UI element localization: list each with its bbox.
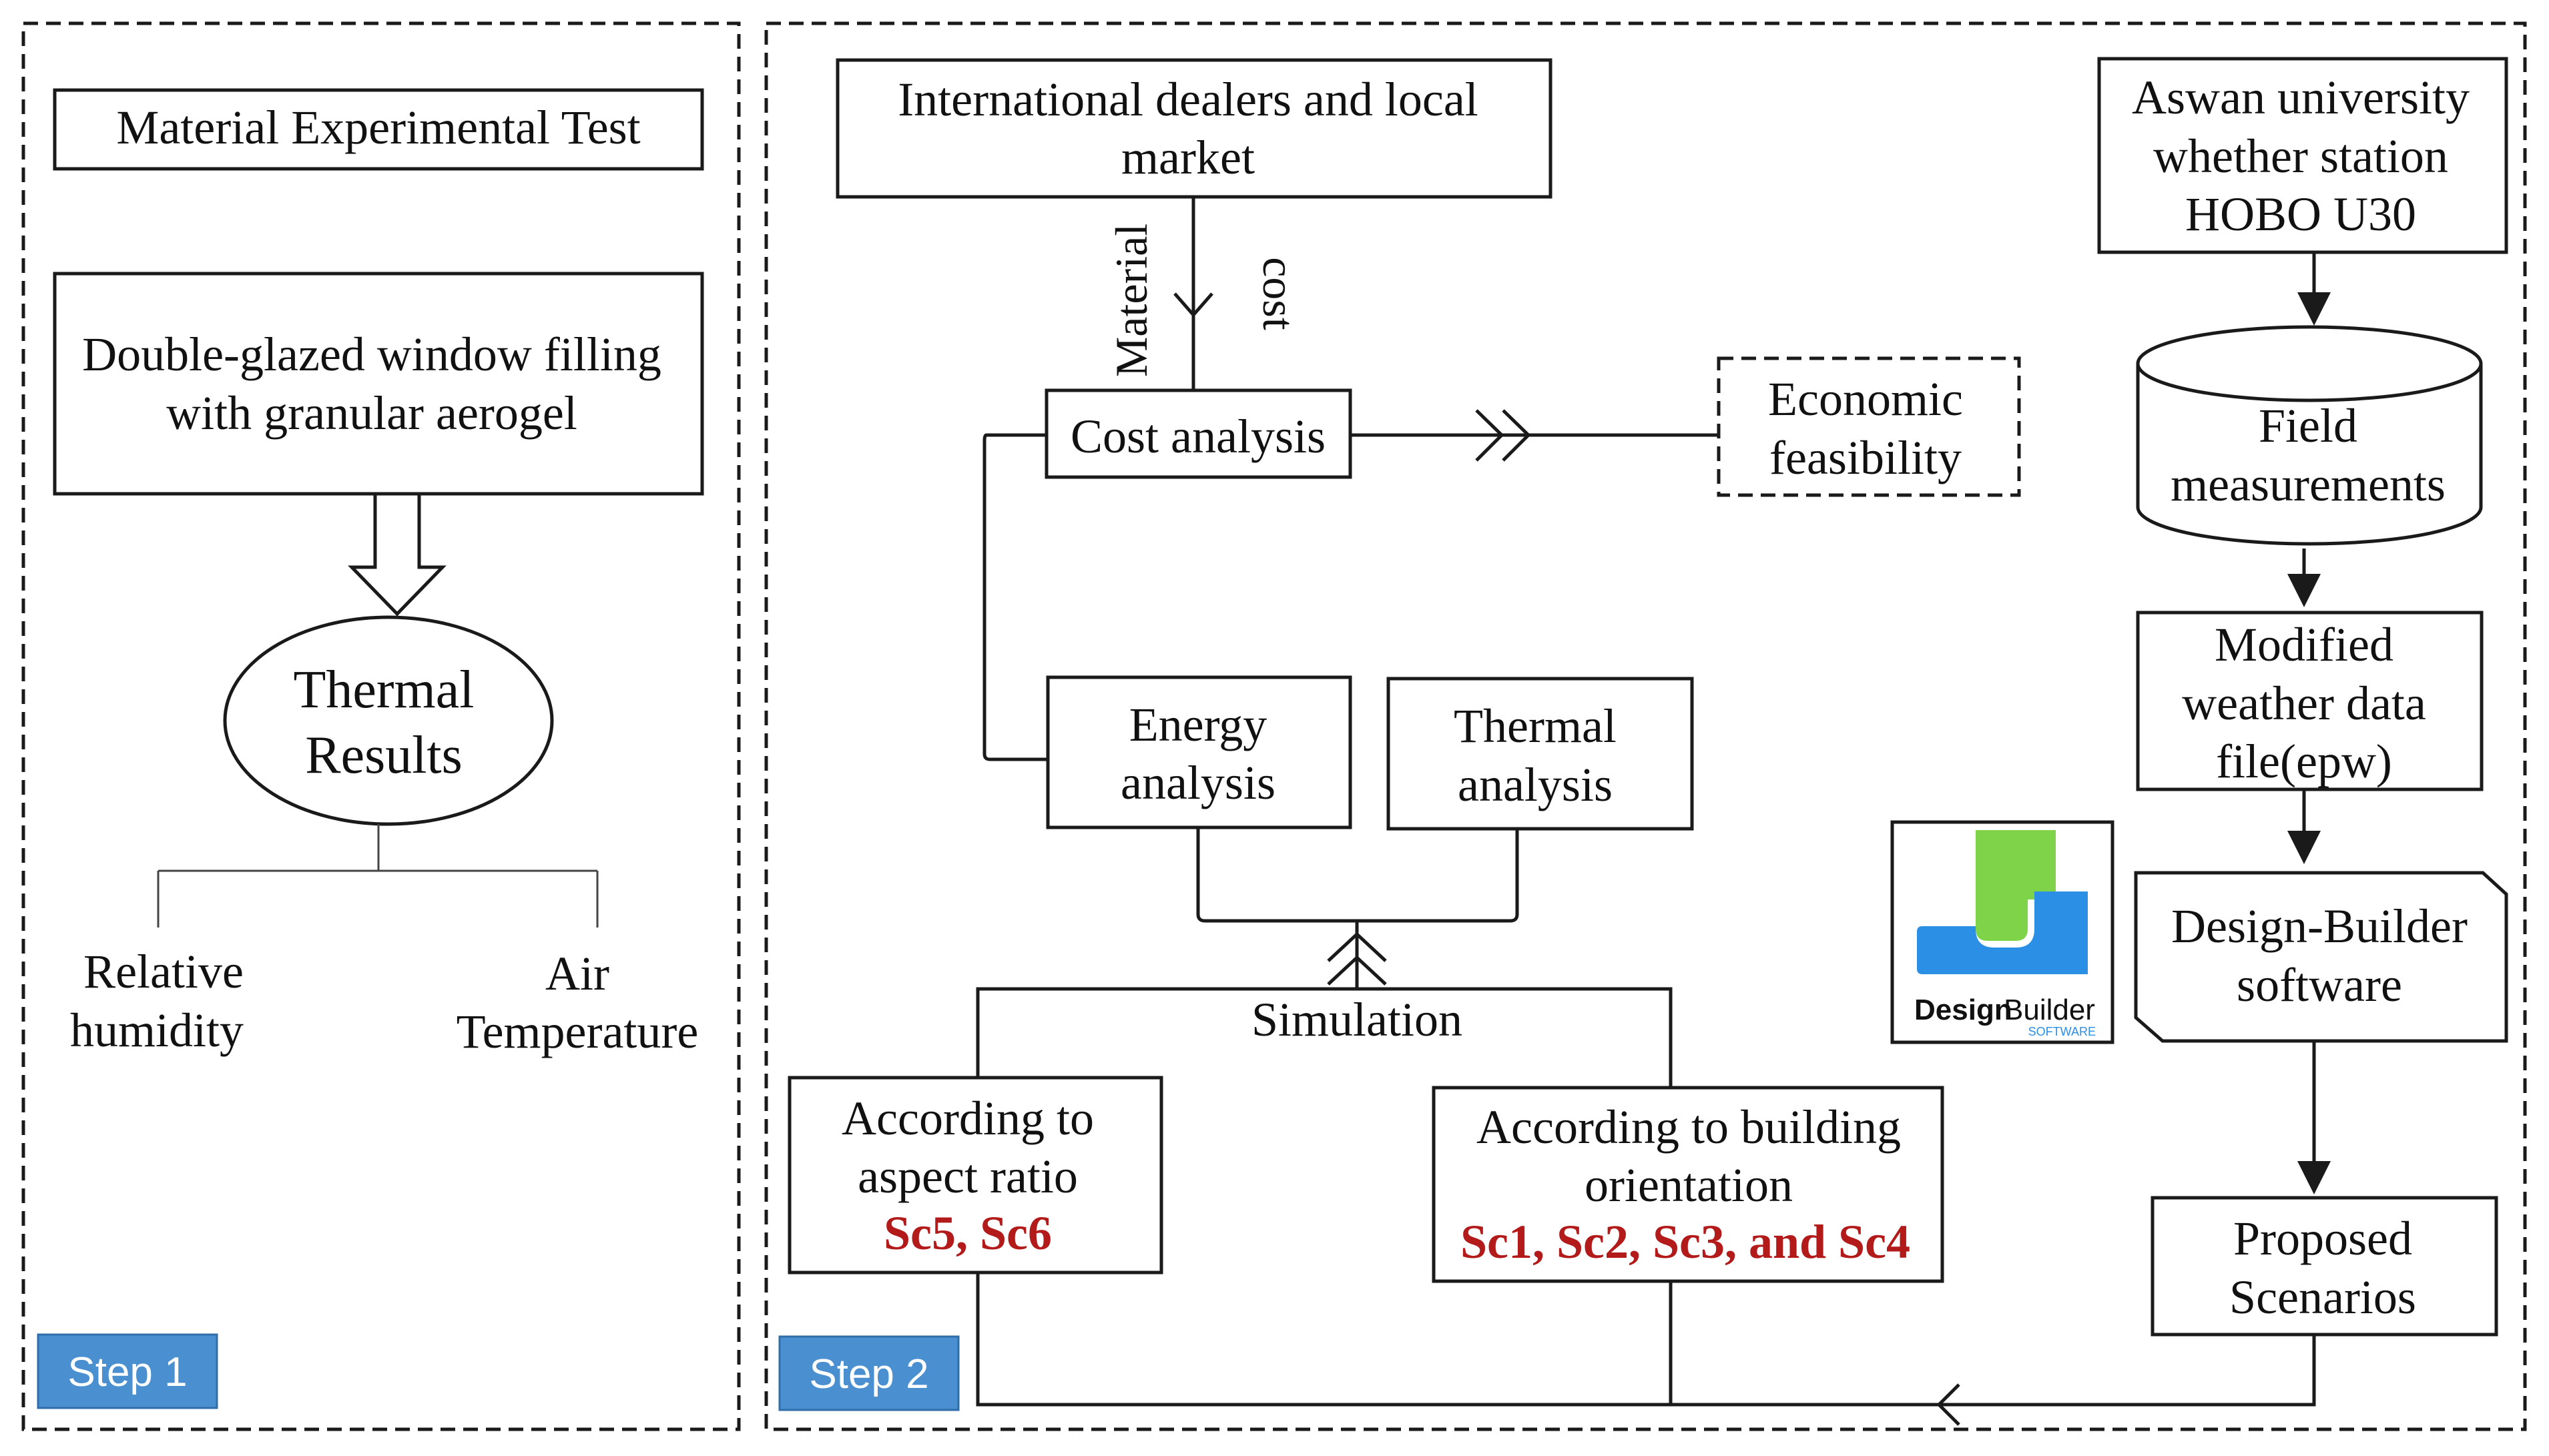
- proposed-label-line1: Proposed: [2233, 1212, 2412, 1265]
- material-label: Material: [1106, 224, 1157, 377]
- logo-subtitle: SOFTWARE: [2028, 1025, 2096, 1038]
- orientation-label-line2: orientation: [1585, 1158, 1793, 1212]
- step1-panel: [21, 21, 741, 1431]
- orientation-box: [1432, 1086, 1944, 1283]
- designbuilder-logo: Design Builder SOFTWARE: [1890, 820, 2114, 1044]
- bottom-return-line: [976, 1272, 2316, 1407]
- thermal-results-line2: Results: [305, 726, 463, 785]
- dealers-box: [836, 58, 1552, 199]
- thermal-results-line1: Thermal: [294, 661, 475, 719]
- window-box: [53, 272, 704, 496]
- designbuilder-software-box: [2134, 871, 2508, 1043]
- field-label-line2: measurements: [2171, 458, 2446, 511]
- energy-label-line1: Energy: [1129, 698, 1267, 751]
- hollow-down-arrow: [348, 492, 447, 617]
- step2-panel: [764, 21, 2527, 1431]
- step1-badge-label: Step 1: [67, 1349, 187, 1395]
- step2-badge: [778, 1335, 960, 1411]
- designbuilder-label-line2: software: [2237, 958, 2402, 1012]
- weather-label-line1: Modified: [2215, 618, 2393, 671]
- weather-station-box: [2097, 57, 2508, 254]
- dealers-label-line1: International dealers and local: [898, 73, 1478, 126]
- step1-badge: [37, 1333, 218, 1409]
- weather-label-line2: weather data: [2182, 677, 2426, 730]
- aspect-label-line2: aspect ratio: [858, 1150, 1078, 1203]
- results-tree-connector: [157, 824, 599, 928]
- cylinder-top: [2136, 325, 2483, 402]
- material-test-label: Material Experimental Test: [116, 101, 640, 154]
- economic-double-chevron: [1475, 409, 1531, 462]
- aspect-label-line1: According to: [842, 1092, 1094, 1145]
- relative-humidity-line2: humidity: [70, 1004, 244, 1057]
- energy-analysis-box: [1046, 675, 1352, 829]
- cost-analysis-label: Cost analysis: [1071, 410, 1326, 463]
- economic-label-line1: Economic: [1768, 372, 1963, 426]
- weather-file-box: [2136, 611, 2484, 791]
- economic-feasibility-box: [1717, 356, 2021, 497]
- economic-label-line2: feasibility: [1769, 431, 1962, 484]
- air-temperature-line1: Air: [545, 947, 609, 1000]
- dealers-label-line2: market: [1121, 131, 1255, 184]
- thermal-label-line2: analysis: [1458, 758, 1613, 811]
- orientation-label-line1: According to building: [1476, 1100, 1901, 1154]
- weather-label-line3: file(epw): [2216, 735, 2392, 788]
- simulation-bracket: [976, 987, 1673, 1088]
- station-label-line2: whether station: [2153, 129, 2448, 183]
- step2-badge-label: Step 2: [809, 1351, 928, 1397]
- station-label-line3: HOBO U30: [2185, 188, 2416, 241]
- bottom-return-chevron: [1936, 1383, 1960, 1426]
- field-label-line1: Field: [2259, 399, 2357, 452]
- proposed-label-line2: Scenarios: [2229, 1270, 2416, 1324]
- designbuilder-label-line1: Design-Builder: [2171, 899, 2468, 953]
- field-measurements-cylinder: [2136, 364, 2483, 546]
- orientation-scenarios: Sc1, Sc2, Sc3, and Sc4: [1460, 1215, 1910, 1268]
- logo-wordmark-regular: Builder: [2004, 994, 2095, 1026]
- window-label-line2: with granular aerogel: [166, 386, 577, 440]
- aspect-ratio-box: [788, 1076, 1163, 1275]
- simulation-label: Simulation: [1251, 993, 1462, 1046]
- analysis-join-bracket: [1196, 827, 1519, 923]
- simulation-double-chevron: [1327, 932, 1387, 986]
- cost-energy-bracket: [982, 433, 1048, 761]
- window-label-line1: Double-glazed window filling: [82, 328, 661, 381]
- relative-humidity-line1: Relative: [83, 945, 244, 998]
- station-label-line1: Aswan university: [2132, 71, 2470, 124]
- cost-label: cost: [1253, 257, 1304, 330]
- material-test-box: [53, 88, 704, 171]
- energy-label-line2: analysis: [1121, 756, 1276, 809]
- thermal-analysis-box: [1386, 677, 1694, 831]
- thermal-label-line1: Thermal: [1454, 699, 1617, 753]
- dealers-chevron: [1173, 292, 1213, 318]
- aspect-scenarios: Sc5, Sc6: [884, 1206, 1052, 1260]
- air-temperature-line2: Temperature: [457, 1005, 699, 1058]
- thermal-results-ellipse: [223, 615, 554, 826]
- proposed-scenarios-box: [2151, 1196, 2498, 1337]
- logo-wordmark-bold: Design: [1914, 994, 2012, 1026]
